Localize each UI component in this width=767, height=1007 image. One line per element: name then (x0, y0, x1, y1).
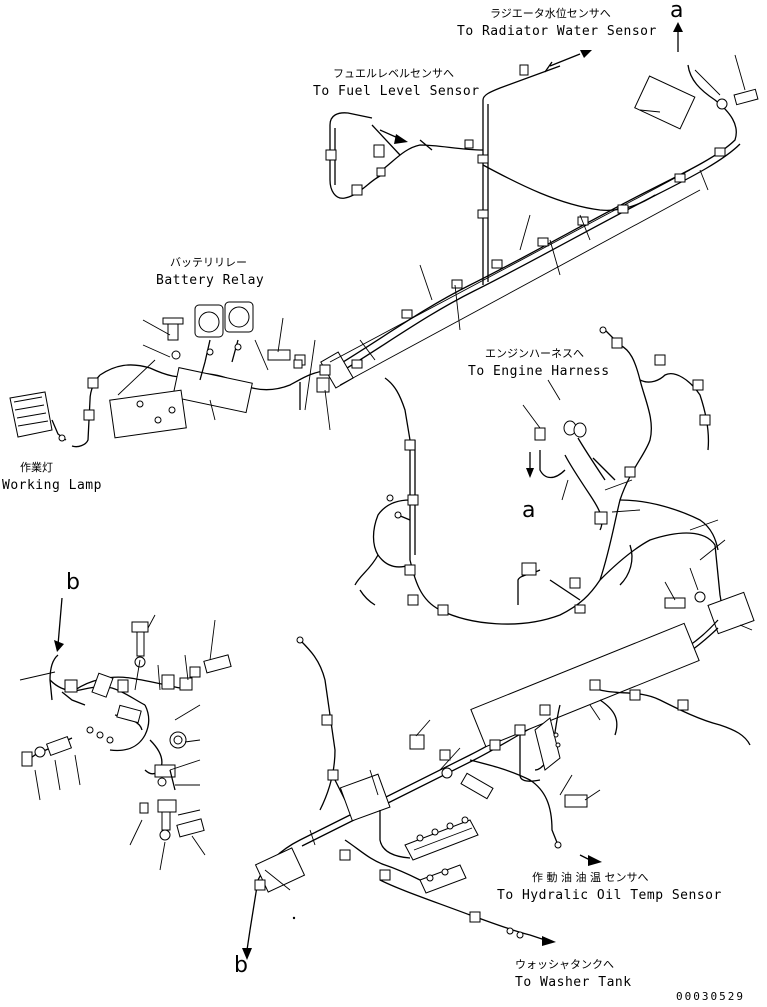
fuel-sensor-branch (325, 112, 433, 199)
engine-harness-label: To Engine Harness (468, 364, 610, 379)
fuel-sensor-label-jp: フュエルレベルセンサへ (333, 67, 454, 80)
ref-a-mid: a (522, 498, 536, 523)
washer-tank-label-jp: ウォッシャタンクへ (515, 958, 614, 971)
hydraulic-sensor-label-jp: 作 動 油 油 温 センサへ (532, 871, 649, 884)
washer-tank-label: To Washer Tank (515, 975, 632, 990)
radiator-sensor-label: To Radiator Water Sensor (457, 24, 657, 39)
working-lamp (9, 374, 101, 448)
engine-harness-label-jp: エンジンハーネスへ (485, 347, 584, 360)
fuel-sensor-label: To Fuel Level Sensor (313, 84, 480, 99)
battery-relay-label-jp: バッテリリレー (170, 256, 247, 269)
ref-b-left: b (66, 570, 80, 595)
upper-main-harness (320, 22, 759, 389)
left-detail-assembly (19, 597, 232, 871)
drawing-code: 00030529 (676, 990, 745, 1003)
engine-harness-branch (354, 326, 755, 635)
lower-main-harness (242, 619, 751, 960)
ref-b-bottom: b (234, 953, 248, 978)
ref-a-top: a (670, 0, 684, 23)
hydraulic-sensor-label: To Hydralic Oil Temp Sensor (497, 888, 722, 903)
battery-relay-label: Battery Relay (156, 273, 265, 288)
working-lamp-label: Working Lamp (2, 478, 102, 493)
battery-relay-assembly (99, 301, 331, 439)
radiator-sensor-label-jp: ラジエータ水位センサへ (490, 7, 611, 20)
working-lamp-label-jp: 作業灯 (20, 461, 53, 474)
